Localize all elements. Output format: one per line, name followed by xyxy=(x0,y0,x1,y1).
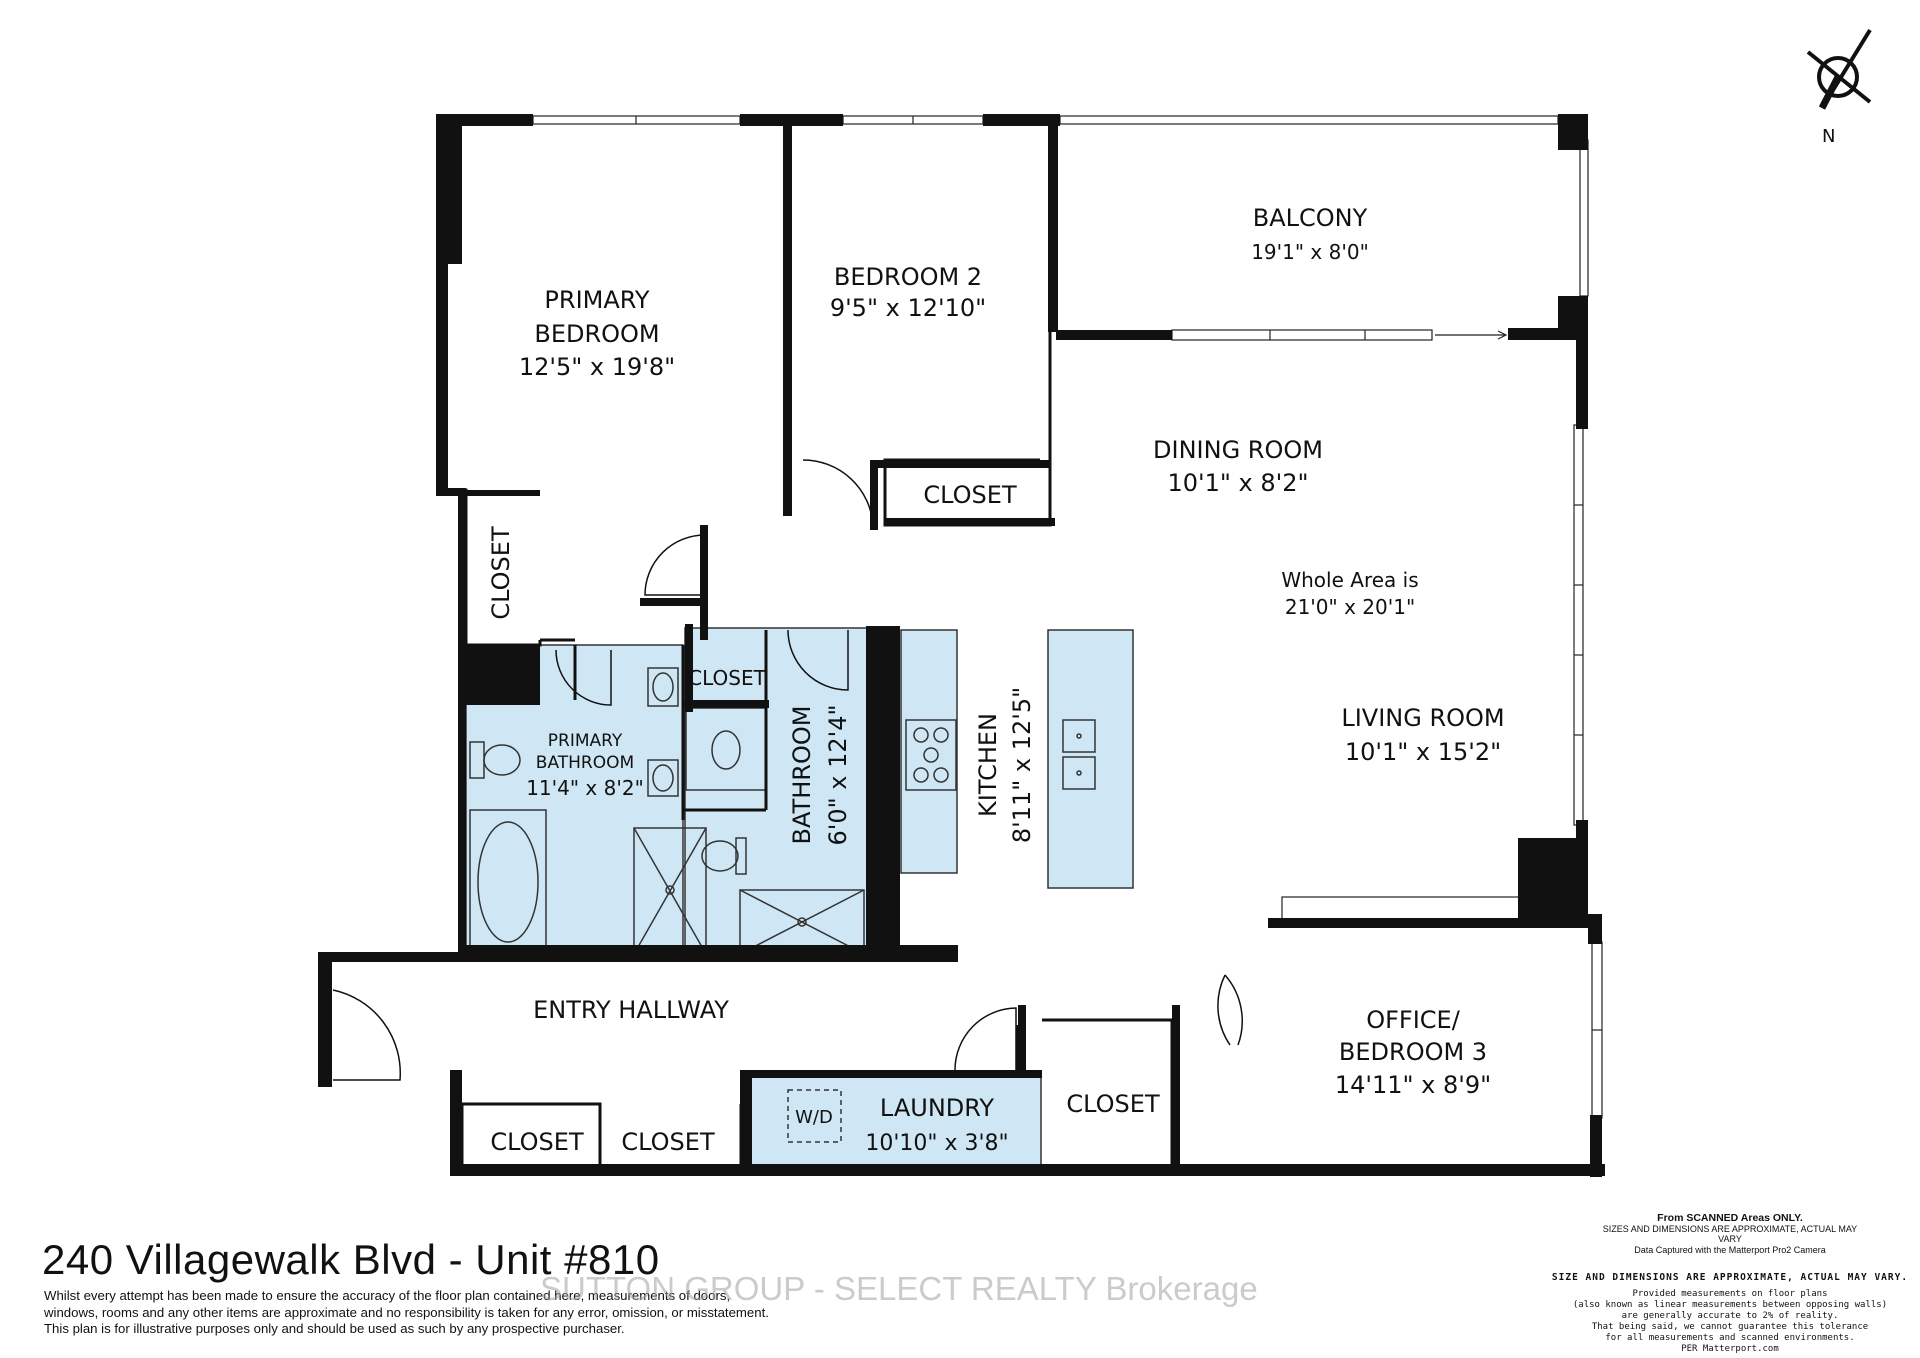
bathroom-area xyxy=(684,627,871,956)
sink-icon xyxy=(1062,756,1096,790)
approx-note-line: That being said, we cannot guarantee thi… xyxy=(1591,1322,1869,1332)
sink-icon xyxy=(647,667,679,707)
compass-icon: N xyxy=(1806,28,1872,147)
closet-primary: CLOSET xyxy=(487,526,515,620)
approx-note-title: SIZE AND DIMENSIONS ARE APPROXIMATE, ACT… xyxy=(1551,1272,1909,1283)
disclaimer-line: windows, rooms and any other items are a… xyxy=(44,1304,769,1320)
walls xyxy=(318,114,1605,1177)
primary-bathroom-dims: 11'4" x 8'2" xyxy=(526,776,644,800)
balcony-label: BALCONY xyxy=(1253,204,1368,232)
primary-bedroom-label-1: PRIMARY xyxy=(544,286,649,314)
bathroom-dims: 6'0" x 12'4" xyxy=(824,704,852,845)
whole-area-line1: Whole Area is xyxy=(1281,568,1418,592)
closet-hall: CLOSET xyxy=(688,666,766,690)
laundry-label: LAUNDRY xyxy=(880,1094,994,1122)
closet-entry-2: CLOSET xyxy=(621,1128,715,1156)
toilet-icon xyxy=(735,837,747,875)
approx-note-line: (also known as linear measurements betwe… xyxy=(1572,1300,1888,1310)
disclaimer-line: Whilst every attempt has been made to en… xyxy=(44,1288,731,1303)
windows xyxy=(532,115,1603,1119)
living-room-label: LIVING ROOM xyxy=(1341,704,1504,732)
primary-bathroom-label-1: PRIMARY xyxy=(548,731,623,751)
scanned-note: From SCANNED Areas ONLY. SIZES AND DIMEN… xyxy=(1600,1213,1860,1255)
approx-note-line: for all measurements and scanned environ… xyxy=(1605,1333,1855,1343)
kitchen-island xyxy=(1047,629,1134,889)
disclaimer: Whilst every attempt has been made to en… xyxy=(44,1288,824,1338)
sink-icon xyxy=(647,759,679,797)
entry-hallway-label: ENTRY HALLWAY xyxy=(533,996,729,1024)
dining-room-dims: 10'1" x 8'2" xyxy=(1167,469,1308,497)
laundry-dims: 10'10" x 3'8" xyxy=(865,1131,1008,1156)
sink-icon xyxy=(1062,719,1096,753)
balcony-dims: 19'1" x 8'0" xyxy=(1251,240,1369,264)
compass-north-label: N xyxy=(1822,126,1835,147)
whole-area-line2: 21'0" x 20'1" xyxy=(1285,595,1415,619)
office-label-2: BEDROOM 3 xyxy=(1339,1038,1487,1066)
bedroom2-dims: 9'5" x 12'10" xyxy=(830,294,986,322)
disclaimer-line: This plan is for illustrative purposes o… xyxy=(44,1321,625,1336)
dining-room-label: DINING ROOM xyxy=(1153,436,1323,464)
scanned-note-line: SIZES AND DIMENSIONS ARE APPROXIMATE, AC… xyxy=(1602,1223,1858,1245)
primary-bedroom-label-2: BEDROOM xyxy=(534,320,659,348)
closet-entry-1: CLOSET xyxy=(490,1128,584,1156)
stove-icon xyxy=(905,719,957,791)
primary-bathroom-label-2: BATHROOM xyxy=(536,753,634,773)
kitchen-label: KITCHEN xyxy=(974,713,1002,817)
bedroom2-label: BEDROOM 2 xyxy=(834,263,982,291)
scanned-note-title: From SCANNED Areas ONLY. xyxy=(1657,1212,1803,1224)
closet-office: CLOSET xyxy=(1066,1090,1160,1118)
laundry-area xyxy=(745,1076,1042,1170)
living-room-dims: 10'1" x 15'2" xyxy=(1345,738,1501,766)
washer-dryer-icon xyxy=(787,1089,842,1143)
approx-note: SIZE AND DIMENSIONS ARE APPROXIMATE, ACT… xyxy=(1540,1272,1920,1355)
approx-note-line: Provided measurements on floor plans xyxy=(1632,1289,1828,1299)
kitchen-counter xyxy=(900,629,958,874)
door-swings xyxy=(332,459,1243,1081)
approx-note-line: PER Matterport.com xyxy=(1681,1344,1779,1354)
bathroom-label: BATHROOM xyxy=(788,706,816,845)
scanned-note-line: Data Captured with the Matterport Pro2 C… xyxy=(1634,1244,1826,1255)
office-dims: 14'11" x 8'9" xyxy=(1335,1071,1491,1099)
address-title: 240 Villagewalk Blvd - Unit #810 xyxy=(42,1236,660,1283)
room-labels: PRIMARY BEDROOM 12'5" x 19'8" BEDROOM 2 … xyxy=(487,204,1505,1156)
office-label-1: OFFICE/ xyxy=(1366,1006,1461,1034)
washer-dryer-label: W/D xyxy=(795,1107,833,1128)
approx-note-line: are generally accurate to 2% of reality. xyxy=(1621,1311,1839,1321)
closet-bedroom2: CLOSET xyxy=(923,481,1017,509)
primary-bedroom-dims: 12'5" x 19'8" xyxy=(519,353,675,381)
kitchen-dims: 8'11" x 12'5" xyxy=(1008,687,1036,843)
